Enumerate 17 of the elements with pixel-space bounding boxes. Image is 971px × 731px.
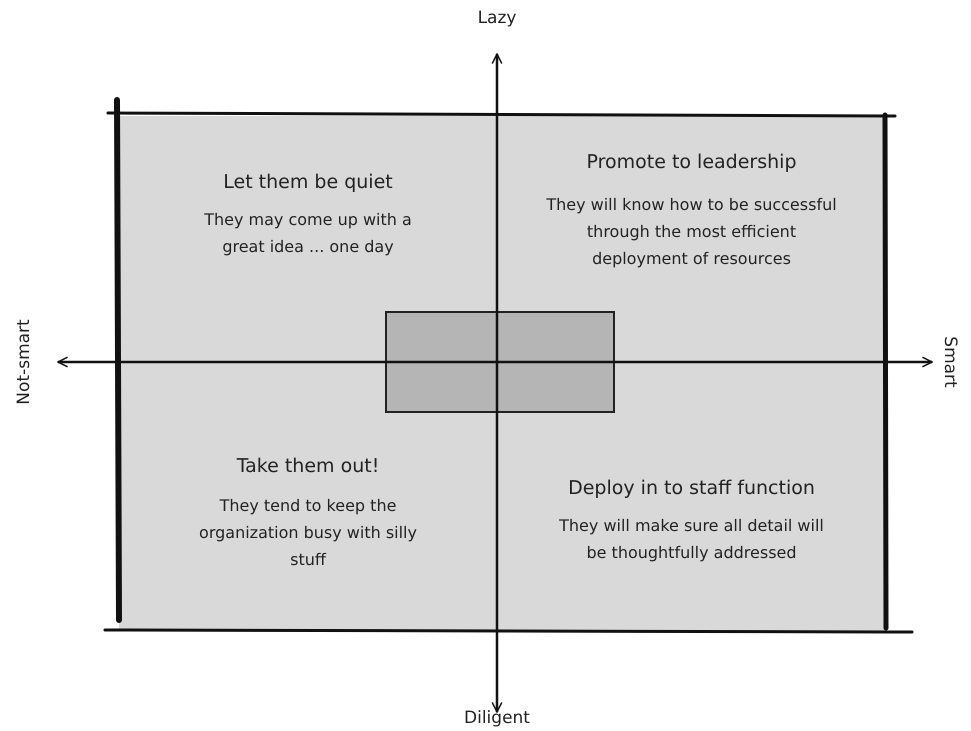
quadrant-panel	[119, 362, 497, 631]
quadrant-description: They will know how to be successful through the most efficient deployment of resources	[545, 194, 838, 270]
axis-label: Diligent	[464, 708, 530, 728]
quadrant-description: They may come up with a great idea ... one day	[203, 209, 413, 258]
quadrant-description: They will make sure all detail will be thoughtfully addressed	[558, 515, 825, 564]
quadrant-heading: Take them out!	[236, 455, 380, 477]
center-rectangle	[385, 311, 615, 413]
quadrant-panel	[119, 116, 497, 362]
quadrant-description: They tend to keep the organization busy with silly stuff	[198, 495, 418, 571]
quadrant-heading: Deploy in to staff function	[567, 477, 816, 499]
axis-label: Lazy	[478, 8, 516, 28]
quadrant-heading: Let them be quiet	[222, 171, 394, 193]
quadrant-heading: Promote to leadership	[585, 151, 798, 173]
axis-label: Not-smart	[14, 319, 34, 405]
axis-label: Smart	[940, 336, 960, 388]
quadrant-panel	[497, 362, 886, 631]
quadrant-panel	[497, 116, 886, 362]
